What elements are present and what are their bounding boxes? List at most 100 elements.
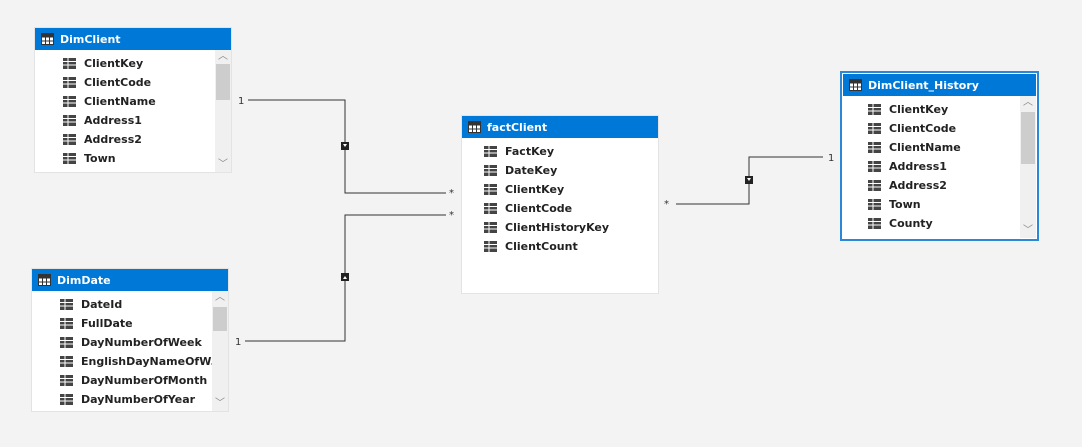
- vertical-scrollbar[interactable]: ︿ ﹀: [215, 50, 231, 172]
- field-row[interactable]: ClientName: [35, 92, 215, 111]
- field-list: FactKey DateKey ClientKey ClientCode Cli…: [462, 142, 658, 256]
- field-name: DayNumberOfMonth: [81, 374, 208, 387]
- field-list: DateId FullDate DayNumberOfWeek EnglishD…: [32, 295, 212, 409]
- field-icon: [60, 318, 73, 329]
- field-row[interactable]: DayNumberOfMonth: [32, 371, 212, 390]
- field-row[interactable]: ClientKey: [462, 180, 658, 199]
- field-name: ClientKey: [84, 57, 144, 70]
- field-row[interactable]: Address2: [843, 176, 1020, 195]
- field-icon: [60, 375, 73, 386]
- field-icon: [484, 146, 497, 157]
- field-row[interactable]: EnglishDayNameOfW...: [32, 352, 212, 371]
- field-name: ClientCount: [505, 240, 578, 253]
- field-icon: [63, 58, 76, 69]
- field-name: Address2: [889, 179, 947, 192]
- vertical-scrollbar[interactable]: ︿ ﹀: [212, 291, 228, 411]
- relationship-dimdate-factclient[interactable]: 1 *: [235, 210, 454, 348]
- field-icon: [868, 142, 881, 153]
- field-row[interactable]: ClientHistoryKey: [462, 218, 658, 237]
- table-header[interactable]: DimClient: [35, 28, 231, 50]
- field-icon: [60, 299, 73, 310]
- cardinality-one: 1: [235, 337, 241, 348]
- field-icon: [868, 161, 881, 172]
- table-title: factClient: [487, 120, 548, 134]
- field-icon: [484, 203, 497, 214]
- field-row[interactable]: FactKey: [462, 142, 658, 161]
- field-icon: [868, 218, 881, 229]
- cardinality-many: *: [664, 199, 669, 210]
- field-row[interactable]: Address1: [35, 111, 215, 130]
- scroll-thumb[interactable]: [1021, 112, 1035, 164]
- table-title: DimClient_History: [868, 78, 979, 92]
- field-row[interactable]: Address2: [35, 130, 215, 149]
- field-row[interactable]: ClientCode: [843, 119, 1020, 138]
- field-row[interactable]: DateKey: [462, 161, 658, 180]
- field-name: EnglishDayNameOfW...: [81, 355, 212, 368]
- table-title: DimDate: [57, 273, 111, 287]
- field-icon: [63, 96, 76, 107]
- field-icon: [63, 77, 76, 88]
- table-card-factclient[interactable]: factClient FactKey DateKey ClientKey Cli…: [462, 116, 658, 293]
- field-list: ClientKey ClientCode ClientName Address1…: [35, 54, 215, 168]
- table-header[interactable]: factClient: [462, 116, 658, 138]
- field-row[interactable]: ClientName: [843, 138, 1020, 157]
- field-icon: [63, 115, 76, 126]
- cardinality-one: 1: [828, 153, 834, 164]
- field-row[interactable]: ClientCount: [462, 237, 658, 256]
- field-name: Address1: [84, 114, 142, 127]
- field-icon: [484, 241, 497, 252]
- table-icon: [468, 121, 481, 133]
- field-name: ClientCode: [889, 122, 957, 135]
- field-icon: [868, 199, 881, 210]
- field-row[interactable]: FullDate: [32, 314, 212, 333]
- field-row[interactable]: ClientKey: [35, 54, 215, 73]
- field-name: FullDate: [81, 317, 133, 330]
- table-header[interactable]: DimDate: [32, 269, 228, 291]
- field-row[interactable]: Town: [35, 149, 215, 168]
- cardinality-many: *: [449, 210, 454, 221]
- relationship-dimclienthistory-factclient[interactable]: * 1: [664, 153, 834, 210]
- field-name: DateId: [81, 298, 123, 311]
- relationship-dimclient-factclient[interactable]: 1 *: [238, 96, 454, 199]
- scroll-up-icon[interactable]: ︿: [1023, 97, 1033, 108]
- cardinality-one: 1: [238, 96, 244, 107]
- table-card-dimclient[interactable]: DimClient ClientKey ClientCode ClientNam…: [35, 28, 231, 172]
- scroll-up-icon[interactable]: ︿: [215, 292, 225, 303]
- scroll-down-icon[interactable]: ﹀: [1023, 225, 1033, 236]
- cardinality-many: *: [449, 188, 454, 199]
- field-icon: [484, 222, 497, 233]
- field-icon: [63, 153, 76, 164]
- scroll-down-icon[interactable]: ﹀: [218, 159, 228, 170]
- field-row[interactable]: Town: [843, 195, 1020, 214]
- scroll-thumb[interactable]: [213, 307, 227, 331]
- field-row[interactable]: DayNumberOfYear: [32, 390, 212, 409]
- field-name: DayNumberOfYear: [81, 393, 196, 406]
- table-card-dimclient-history[interactable]: DimClient_History ClientKey ClientCode C…: [840, 71, 1039, 241]
- field-name: ClientHistoryKey: [505, 221, 610, 234]
- field-row[interactable]: County: [843, 214, 1020, 233]
- field-row[interactable]: ClientCode: [35, 73, 215, 92]
- field-name: ClientName: [889, 141, 961, 154]
- field-name: Town: [889, 198, 921, 211]
- field-row[interactable]: Address1: [843, 157, 1020, 176]
- field-row[interactable]: DateId: [32, 295, 212, 314]
- field-icon: [868, 180, 881, 191]
- field-row[interactable]: DayNumberOfWeek: [32, 333, 212, 352]
- field-name: ClientCode: [505, 202, 573, 215]
- field-name: FactKey: [505, 145, 555, 158]
- vertical-scrollbar[interactable]: ︿ ﹀: [1020, 96, 1036, 238]
- field-row[interactable]: ClientCode: [462, 199, 658, 218]
- field-name: Town: [84, 152, 116, 165]
- table-card-dimdate[interactable]: DimDate DateId FullDate DayNumberOfWeek …: [32, 269, 228, 411]
- scroll-down-icon[interactable]: ﹀: [215, 398, 225, 409]
- table-title: DimClient: [60, 32, 121, 46]
- table-header[interactable]: DimClient_History: [843, 74, 1036, 96]
- field-icon: [63, 134, 76, 145]
- field-row[interactable]: ClientKey: [843, 100, 1020, 119]
- field-name: County: [889, 217, 933, 230]
- scroll-up-icon[interactable]: ︿: [218, 51, 228, 62]
- scroll-thumb[interactable]: [216, 64, 230, 100]
- field-name: ClientName: [84, 95, 156, 108]
- field-icon: [60, 337, 73, 348]
